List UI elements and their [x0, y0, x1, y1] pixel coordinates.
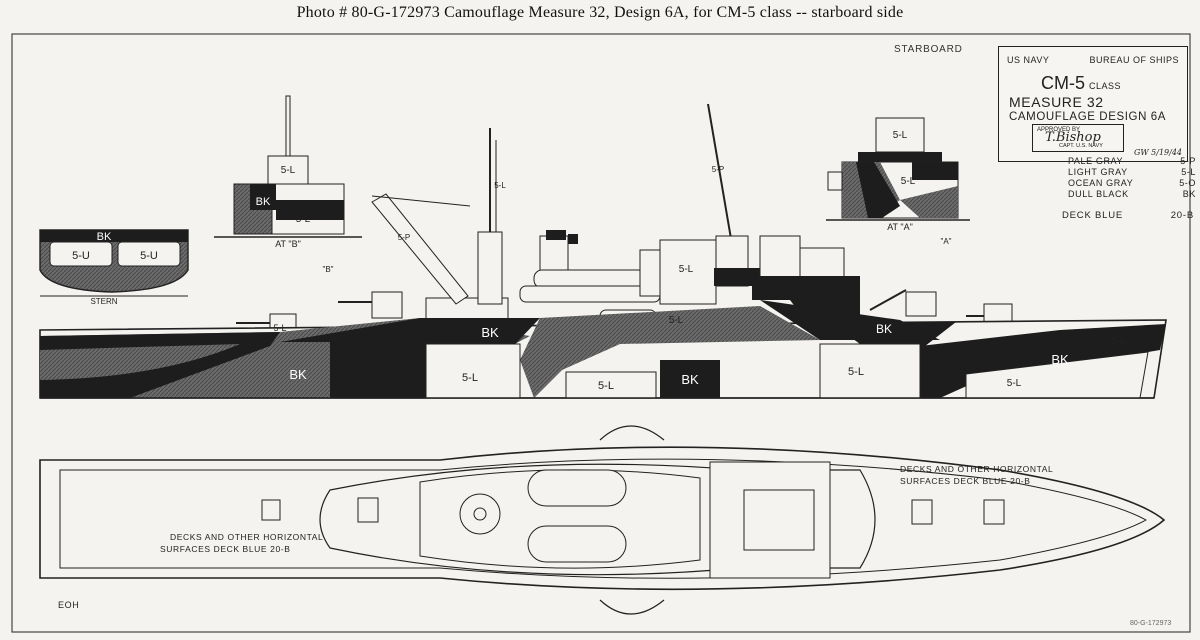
- side-elevation: [39, 103, 1167, 399]
- photo-caption: Photo # 80-G-172973 Camouflage Measure 3…: [296, 4, 904, 21]
- negative-serial: 80-G-172973: [1130, 620, 1172, 627]
- approved-label: APPROVED BY: [1037, 127, 1081, 133]
- ship-class-code: CM-5: [1041, 73, 1085, 93]
- side-bk-mid: BK: [481, 325, 499, 340]
- side-5l-stern: 5-L: [273, 323, 286, 333]
- section-at-b: [214, 95, 362, 238]
- side-5l-bowlow: 5-L: [1007, 378, 1022, 389]
- plan-view: [39, 425, 1166, 615]
- side-bk-bow: BK: [1051, 352, 1069, 367]
- at-a-label: AT "A": [887, 222, 913, 232]
- side-5l-mast: 5-L: [494, 181, 506, 190]
- ship-class: CM-5 CLASS: [1041, 73, 1121, 94]
- legend-name: OCEAN GRAY: [1068, 178, 1134, 188]
- agency-right: BUREAU OF SHIPS: [1089, 55, 1179, 65]
- at-a-5l-top: 5-L: [893, 130, 908, 141]
- at-b-bk: BK: [256, 196, 271, 208]
- stern-bk-label: BK: [97, 231, 112, 243]
- stern-section: [39, 229, 189, 297]
- deck-legend-code: 20-B: [1170, 210, 1194, 221]
- side-bk-low: BK: [681, 372, 699, 387]
- plan-note-left-1: DECKS AND OTHER HORIZONTAL: [170, 532, 323, 542]
- at-b-5l: 5-L: [296, 214, 311, 225]
- view-label: STARBOARD: [894, 44, 963, 55]
- legend-name: PALE GRAY: [1068, 156, 1124, 166]
- sheet-border: [11, 33, 1191, 633]
- drafter-initials: EOH: [58, 600, 79, 610]
- class-word: CLASS: [1089, 81, 1122, 91]
- side-5l-mid: 5-L: [462, 372, 478, 384]
- legend-code: 5-L: [1181, 167, 1196, 177]
- title-block: US NAVY BUREAU OF SHIPS CM-5 CLASS MEASUR…: [998, 46, 1188, 162]
- side-marker-a: "A": [940, 237, 951, 246]
- deck-legend: DECK BLUE 20-B: [1062, 210, 1194, 221]
- at-a-5l: 5-L: [901, 176, 916, 187]
- legend-row: LIGHT GRAY 5-L: [1068, 167, 1196, 178]
- plan-note-right-1: DECKS AND OTHER HORIZONTAL: [900, 464, 1053, 474]
- side-5l-super: 5-L: [679, 264, 694, 275]
- agency-left: US NAVY: [1007, 55, 1050, 65]
- stern-5u-left: 5-U: [72, 250, 90, 262]
- legend-code: BK: [1182, 189, 1196, 199]
- side-5l-boat: 5-L: [669, 315, 684, 326]
- legend-name: DULL BLACK: [1068, 189, 1129, 199]
- side-5p-mast: 5-P: [712, 165, 724, 174]
- side-bk-fwd: BK: [876, 322, 892, 336]
- approval-stamp: APPROVED BY T.Bishop CAPT. U.S. NAVY: [1032, 124, 1124, 152]
- side-5l-fwd: 5-L: [848, 366, 864, 378]
- at-b-5l-top: 5-L: [281, 165, 296, 176]
- legend-row: PALE GRAY 5-P: [1068, 156, 1196, 167]
- legend-code: 5-P: [1180, 156, 1196, 166]
- side-5l-bow: 5-L: [1111, 336, 1126, 347]
- legend-name: LIGHT GRAY: [1068, 167, 1128, 177]
- deck-legend-name: DECK BLUE: [1062, 210, 1124, 221]
- approver-title: CAPT. U.S. NAVY: [1059, 143, 1103, 149]
- measure-title: MEASURE 32: [1009, 94, 1104, 110]
- section-at-a: [826, 117, 970, 221]
- side-bk-aft: BK: [289, 367, 307, 382]
- color-legend: PALE GRAY 5-P LIGHT GRAY 5-L OCEAN GRAY 5-O…: [1068, 156, 1196, 200]
- at-b-label: AT "B": [275, 239, 301, 249]
- initials-date: GW 5/19/44: [1134, 148, 1182, 157]
- plan-note-right-2: SURFACES DECK BLUE 20-B: [900, 476, 1030, 486]
- side-5p-crane: 5-P: [398, 233, 410, 242]
- design-title: CAMOUFLAGE DESIGN 6A: [1009, 111, 1167, 123]
- side-marker-b: "B": [322, 265, 333, 274]
- legend-row: DULL BLACK BK: [1068, 189, 1196, 200]
- plan-note-left-2: SURFACES DECK BLUE 20-B: [160, 544, 290, 554]
- side-5l-low: 5-L: [598, 380, 614, 392]
- legend-row: OCEAN GRAY 5-O: [1068, 178, 1196, 189]
- signature: T.Bishop: [1045, 130, 1101, 145]
- stern-label: STERN: [90, 297, 117, 306]
- legend-code: 5-O: [1179, 178, 1196, 188]
- stern-5u-right: 5-U: [140, 250, 158, 262]
